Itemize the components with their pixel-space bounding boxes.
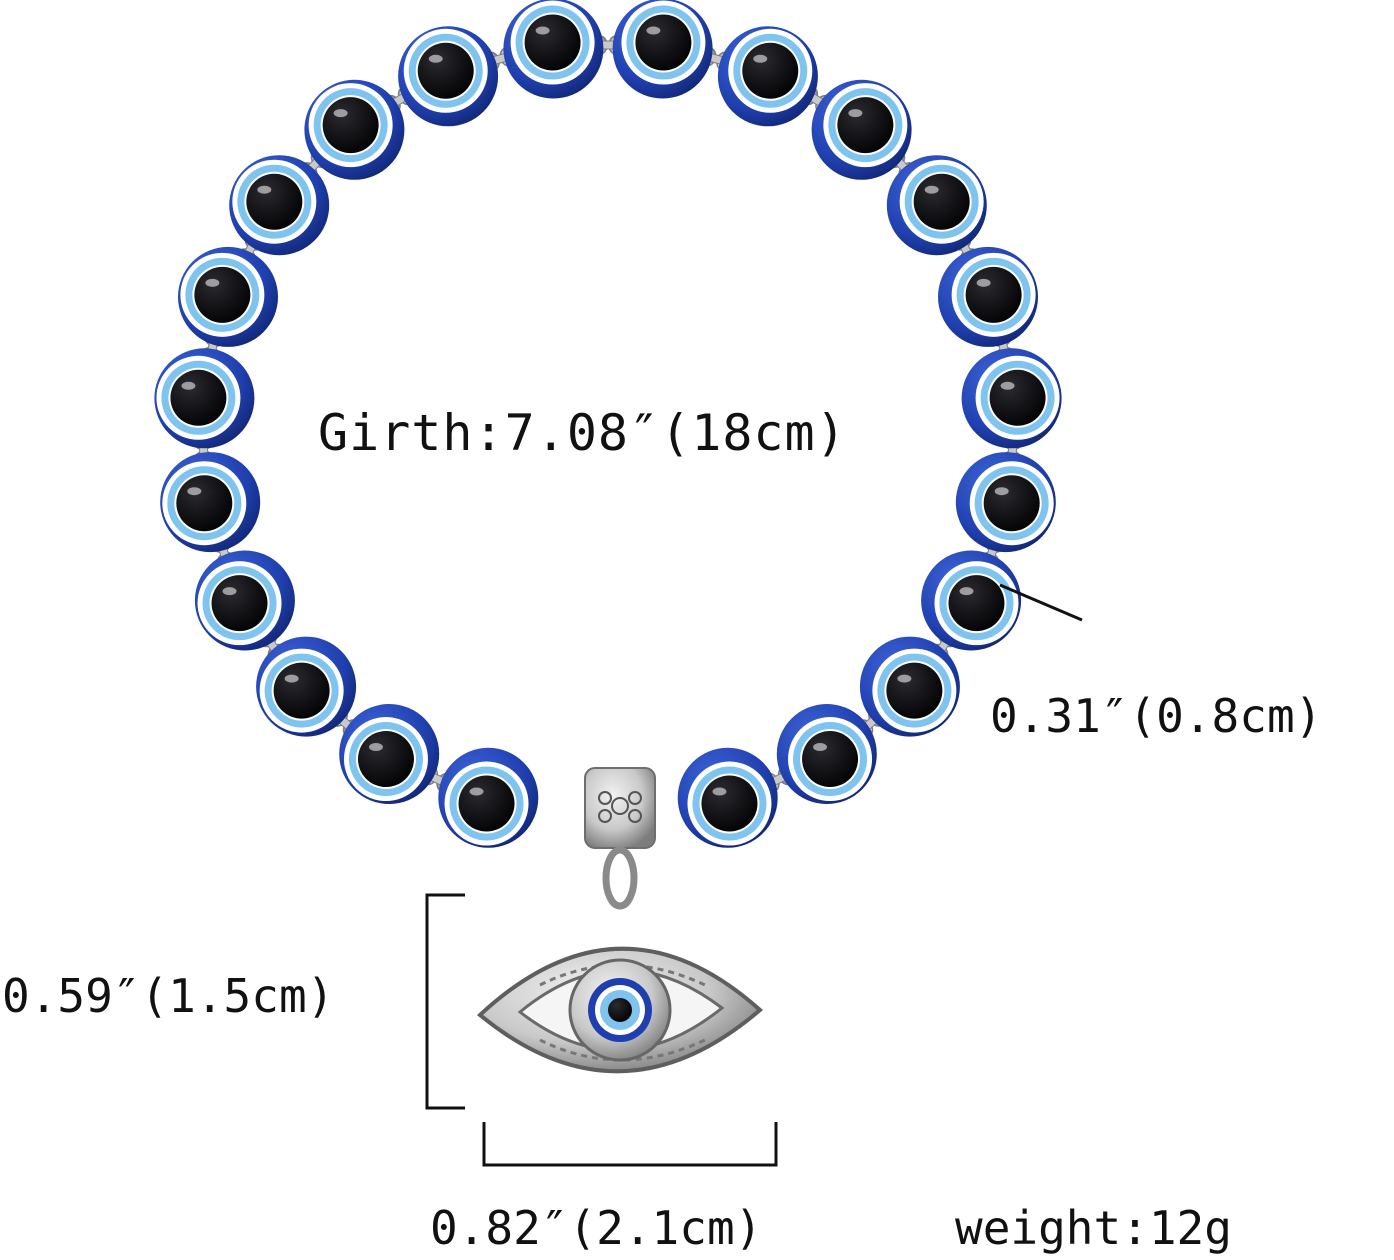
evil-eye-bead — [229, 155, 330, 256]
evil-eye-bead — [339, 704, 440, 804]
evil-eye-bead — [955, 452, 1056, 553]
girth-label: Girth:7.08″(18cm) — [318, 404, 847, 462]
charm-height-label: 0.59″(1.5cm) — [2, 969, 335, 1023]
evil-eye-bead — [938, 246, 1038, 347]
width-bracket — [482, 1122, 778, 1167]
evil-eye-bead — [677, 747, 778, 848]
evil-eye-bead — [921, 550, 1022, 651]
evil-eye-bead — [304, 79, 405, 180]
charm-bail — [584, 767, 656, 849]
charm-bead-pupil — [608, 998, 632, 1022]
charm-width-label: 0.82″(2.1cm) — [430, 1201, 763, 1255]
bail-flower-engraving — [598, 791, 642, 823]
evil-eye-bead — [886, 155, 987, 256]
evil-eye-bead — [438, 747, 539, 848]
bead-pointer-line — [999, 583, 1083, 622]
evil-eye-bead — [717, 26, 818, 127]
jump-ring — [602, 846, 638, 910]
bead-size-label: 0.31″(0.8cm) — [990, 689, 1323, 743]
evil-eye-bead — [961, 348, 1062, 449]
evil-eye-bead — [776, 704, 877, 804]
weight-label: weight:12g — [955, 1201, 1232, 1255]
height-bracket — [425, 893, 465, 1110]
evil-eye-bead — [160, 452, 261, 553]
evil-eye-bead — [503, 0, 604, 99]
evil-eye-bead — [154, 348, 255, 449]
evil-eye-bead — [194, 550, 295, 651]
dimension-lines — [425, 583, 1083, 1167]
evil-eye-bead — [612, 0, 713, 99]
evil-eye-bead — [178, 246, 278, 347]
bead-ring — [154, 0, 1062, 848]
evil-eye-bead — [859, 636, 960, 737]
evil-eye-bead — [256, 636, 357, 737]
evil-eye-bead — [398, 26, 499, 127]
evil-eye-bead — [811, 79, 912, 180]
evil-eye-charm — [476, 767, 764, 1074]
